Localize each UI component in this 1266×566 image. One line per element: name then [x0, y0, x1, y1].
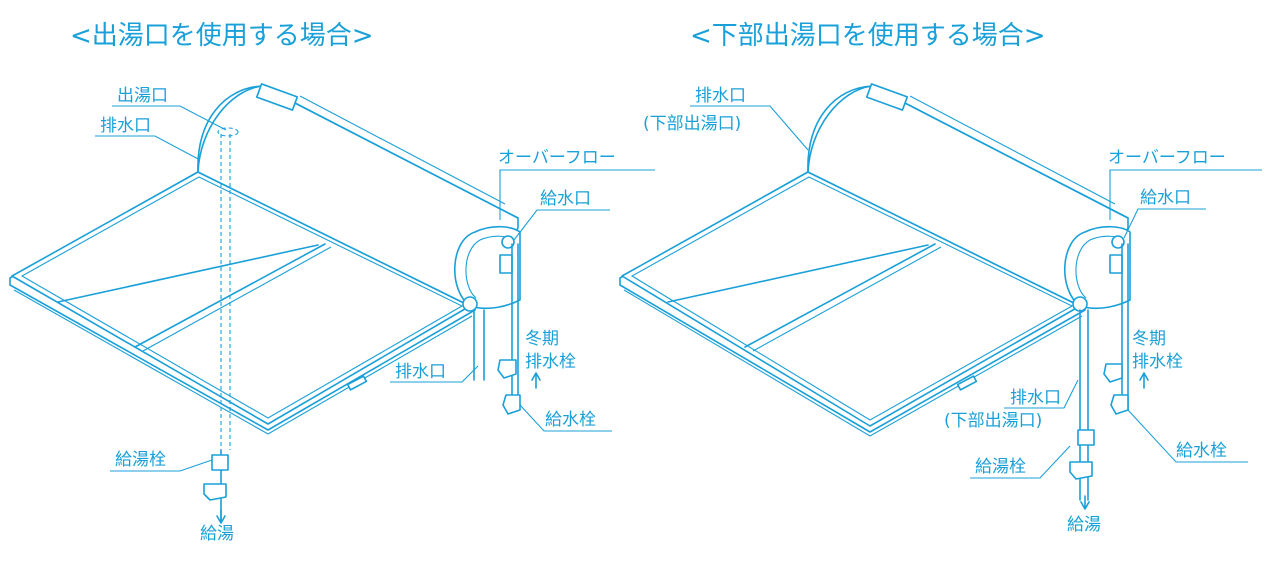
left-label-hot-supply: 給湯	[200, 524, 234, 544]
right-front-rail	[623, 289, 1083, 437]
left-tank-cap	[255, 83, 299, 111]
left-outlet-opening	[217, 127, 239, 137]
right-label-winter-drain-1: 冬期	[1132, 329, 1166, 349]
right-drain-fitting	[1072, 296, 1088, 312]
left-leader-water-valve	[519, 404, 612, 432]
left-label-water-valve: 給水栓	[545, 410, 596, 430]
left-label-drain-top: 排水口	[100, 116, 151, 136]
left-tank-end-vent	[499, 254, 513, 274]
right-leader-water-inlet	[1123, 208, 1206, 239]
right-panel-divider-a	[667, 244, 929, 303]
right-tank-top-curve	[807, 85, 873, 173]
left-tank-top-curve	[197, 85, 263, 173]
right-label-drain-bottom: 排水口	[1010, 388, 1061, 408]
right-panel: <下部出湯口を使用する場合>	[619, 21, 1262, 535]
right-leader-water-valve	[1127, 409, 1248, 463]
right-label-drain-top-sub: (下部出湯口)	[643, 114, 741, 134]
right-label-overflow: オーバーフロー	[1108, 148, 1226, 168]
right-tank-end-vent	[1109, 254, 1123, 274]
right-label-winter-drain-2: 排水栓	[1132, 352, 1183, 372]
right-leader-drain-bottom	[1004, 379, 1079, 409]
right-leader-hot-valve	[970, 445, 1071, 479]
right-hot-valve-bottom	[1069, 461, 1093, 480]
left-tank-back-edge	[299, 95, 506, 205]
left-panel: <出湯口を使用する場合>	[9, 21, 655, 544]
right-leader-overflow	[1109, 169, 1262, 220]
right-water-valve	[1110, 394, 1129, 415]
right-tank-cap	[865, 83, 909, 111]
left-leader-drain-bottom	[390, 365, 479, 383]
left-leader-hot-valve	[110, 459, 213, 472]
right-label-water-valve: 給水栓	[1176, 441, 1227, 461]
right-collector-inner-edge	[630, 176, 1074, 421]
right-water-inlet-fitting	[1111, 235, 1125, 249]
left-leader-outlet	[112, 105, 227, 131]
left-label-drain-bottom: 排水口	[395, 362, 446, 382]
right-label-hot-supply: 給湯	[1067, 515, 1101, 535]
left-winter-drain-valve	[497, 359, 517, 379]
left-leader-overflow	[499, 169, 655, 220]
left-panel-divider-a	[57, 244, 319, 303]
left-tank-top-edge	[261, 85, 519, 219]
left-label-water-inlet: 給水口	[540, 189, 591, 209]
left-labels: 出湯口 排水口 オーバーフロー 給水口 冬期 排水栓 排水口 給水栓 給湯栓 給…	[95, 86, 655, 544]
left-label-outlet: 出湯口	[117, 86, 168, 106]
left-water-valve	[502, 394, 521, 415]
left-hot-arrow	[216, 509, 226, 524]
left-label-winter-drain-1: 冬期	[525, 329, 559, 349]
right-panel-divider-c	[752, 246, 942, 352]
right-label-drain-top: 排水口	[695, 86, 746, 106]
left-hot-valve-bottom	[203, 483, 227, 501]
left-inlet-arrow	[531, 372, 541, 389]
left-leader-water-inlet	[513, 209, 610, 241]
left-leader-drain-top	[95, 135, 201, 161]
right-tank-back-edge	[909, 95, 1116, 205]
left-water-inlet-fitting	[501, 235, 515, 249]
right-labels: 排水口 (下部出湯口) オーバーフロー 給水口 冬期 排水栓 排水口 (下部出湯…	[643, 86, 1262, 535]
right-label-hot-valve: 給湯栓	[975, 457, 1026, 477]
left-handle	[346, 375, 368, 391]
left-heater-unit	[9, 83, 541, 524]
right-hot-valve-top	[1077, 429, 1095, 446]
right-panel-divider-b	[744, 243, 936, 348]
right-title: <下部出湯口を使用する場合>	[690, 21, 1046, 51]
right-hot-arrow	[1080, 495, 1090, 510]
right-label-water-inlet: 給水口	[1140, 188, 1191, 208]
right-inlet-arrow	[1139, 372, 1149, 389]
right-handle	[956, 375, 978, 391]
left-front-rail	[13, 289, 473, 435]
left-title: <出湯口を使用する場合>	[70, 21, 374, 51]
left-panel-divider-c	[142, 246, 332, 352]
right-winter-drain-valve	[1103, 363, 1123, 383]
right-label-drain-bottom-sub: (下部出湯口)	[944, 411, 1042, 431]
left-hot-valve-top	[211, 454, 229, 471]
left-label-hot-valve: 給湯栓	[115, 450, 166, 470]
left-label-overflow: オーバーフロー	[498, 148, 616, 168]
right-leader-drain-top	[690, 105, 809, 151]
left-drain-fitting	[462, 296, 478, 312]
left-label-winter-drain-2: 排水栓	[525, 352, 576, 372]
left-collector-inner-edge	[20, 176, 464, 419]
right-tank-top-edge	[871, 85, 1129, 219]
right-heater-unit	[619, 83, 1149, 510]
